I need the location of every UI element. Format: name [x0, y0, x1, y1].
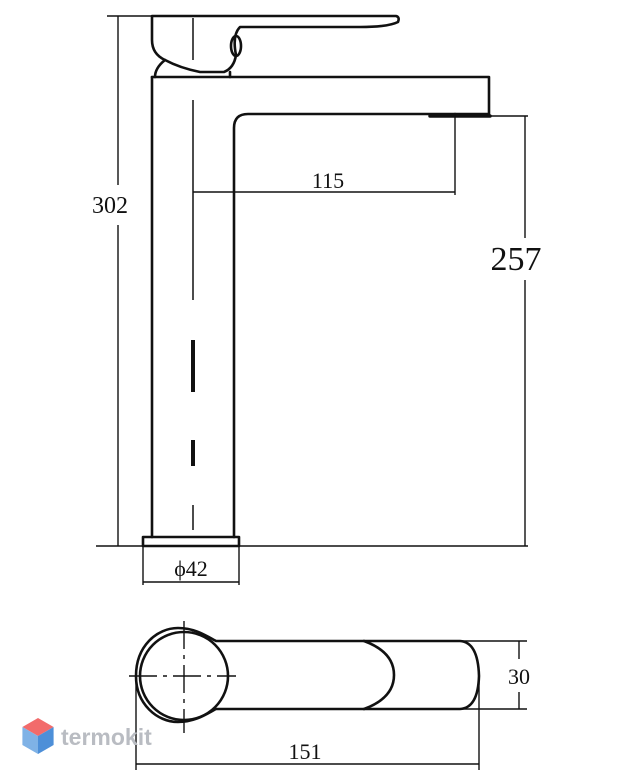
dim-label-spout-height: 257	[491, 241, 542, 278]
base-plate	[141, 535, 241, 548]
side-elevation-view	[141, 14, 492, 548]
watermark-logo	[22, 718, 54, 754]
watermark-text: termokit	[61, 724, 152, 750]
top-plan-view	[134, 626, 481, 724]
spout-inner-edge	[232, 112, 457, 539]
dim-label-spout-reach: 115	[312, 168, 344, 193]
plan-lever-edge	[362, 639, 396, 711]
plan-center-lines	[129, 621, 236, 733]
dim-label-total-length: 151	[289, 739, 322, 764]
lever-handle	[150, 14, 400, 74]
dim-label-base-diameter: ϕ42	[174, 556, 208, 581]
spout-top-edge	[150, 75, 491, 116]
plan-outline	[134, 626, 481, 724]
handle-neck	[153, 58, 232, 79]
dim-label-total-height: 302	[92, 193, 128, 219]
plan-extension-lines	[135, 640, 527, 770]
hexagon-cube-icon	[22, 718, 54, 754]
handle-pivot	[229, 34, 243, 58]
dim-label-handle-height: 30	[508, 664, 530, 689]
extension-lines	[96, 15, 528, 585]
